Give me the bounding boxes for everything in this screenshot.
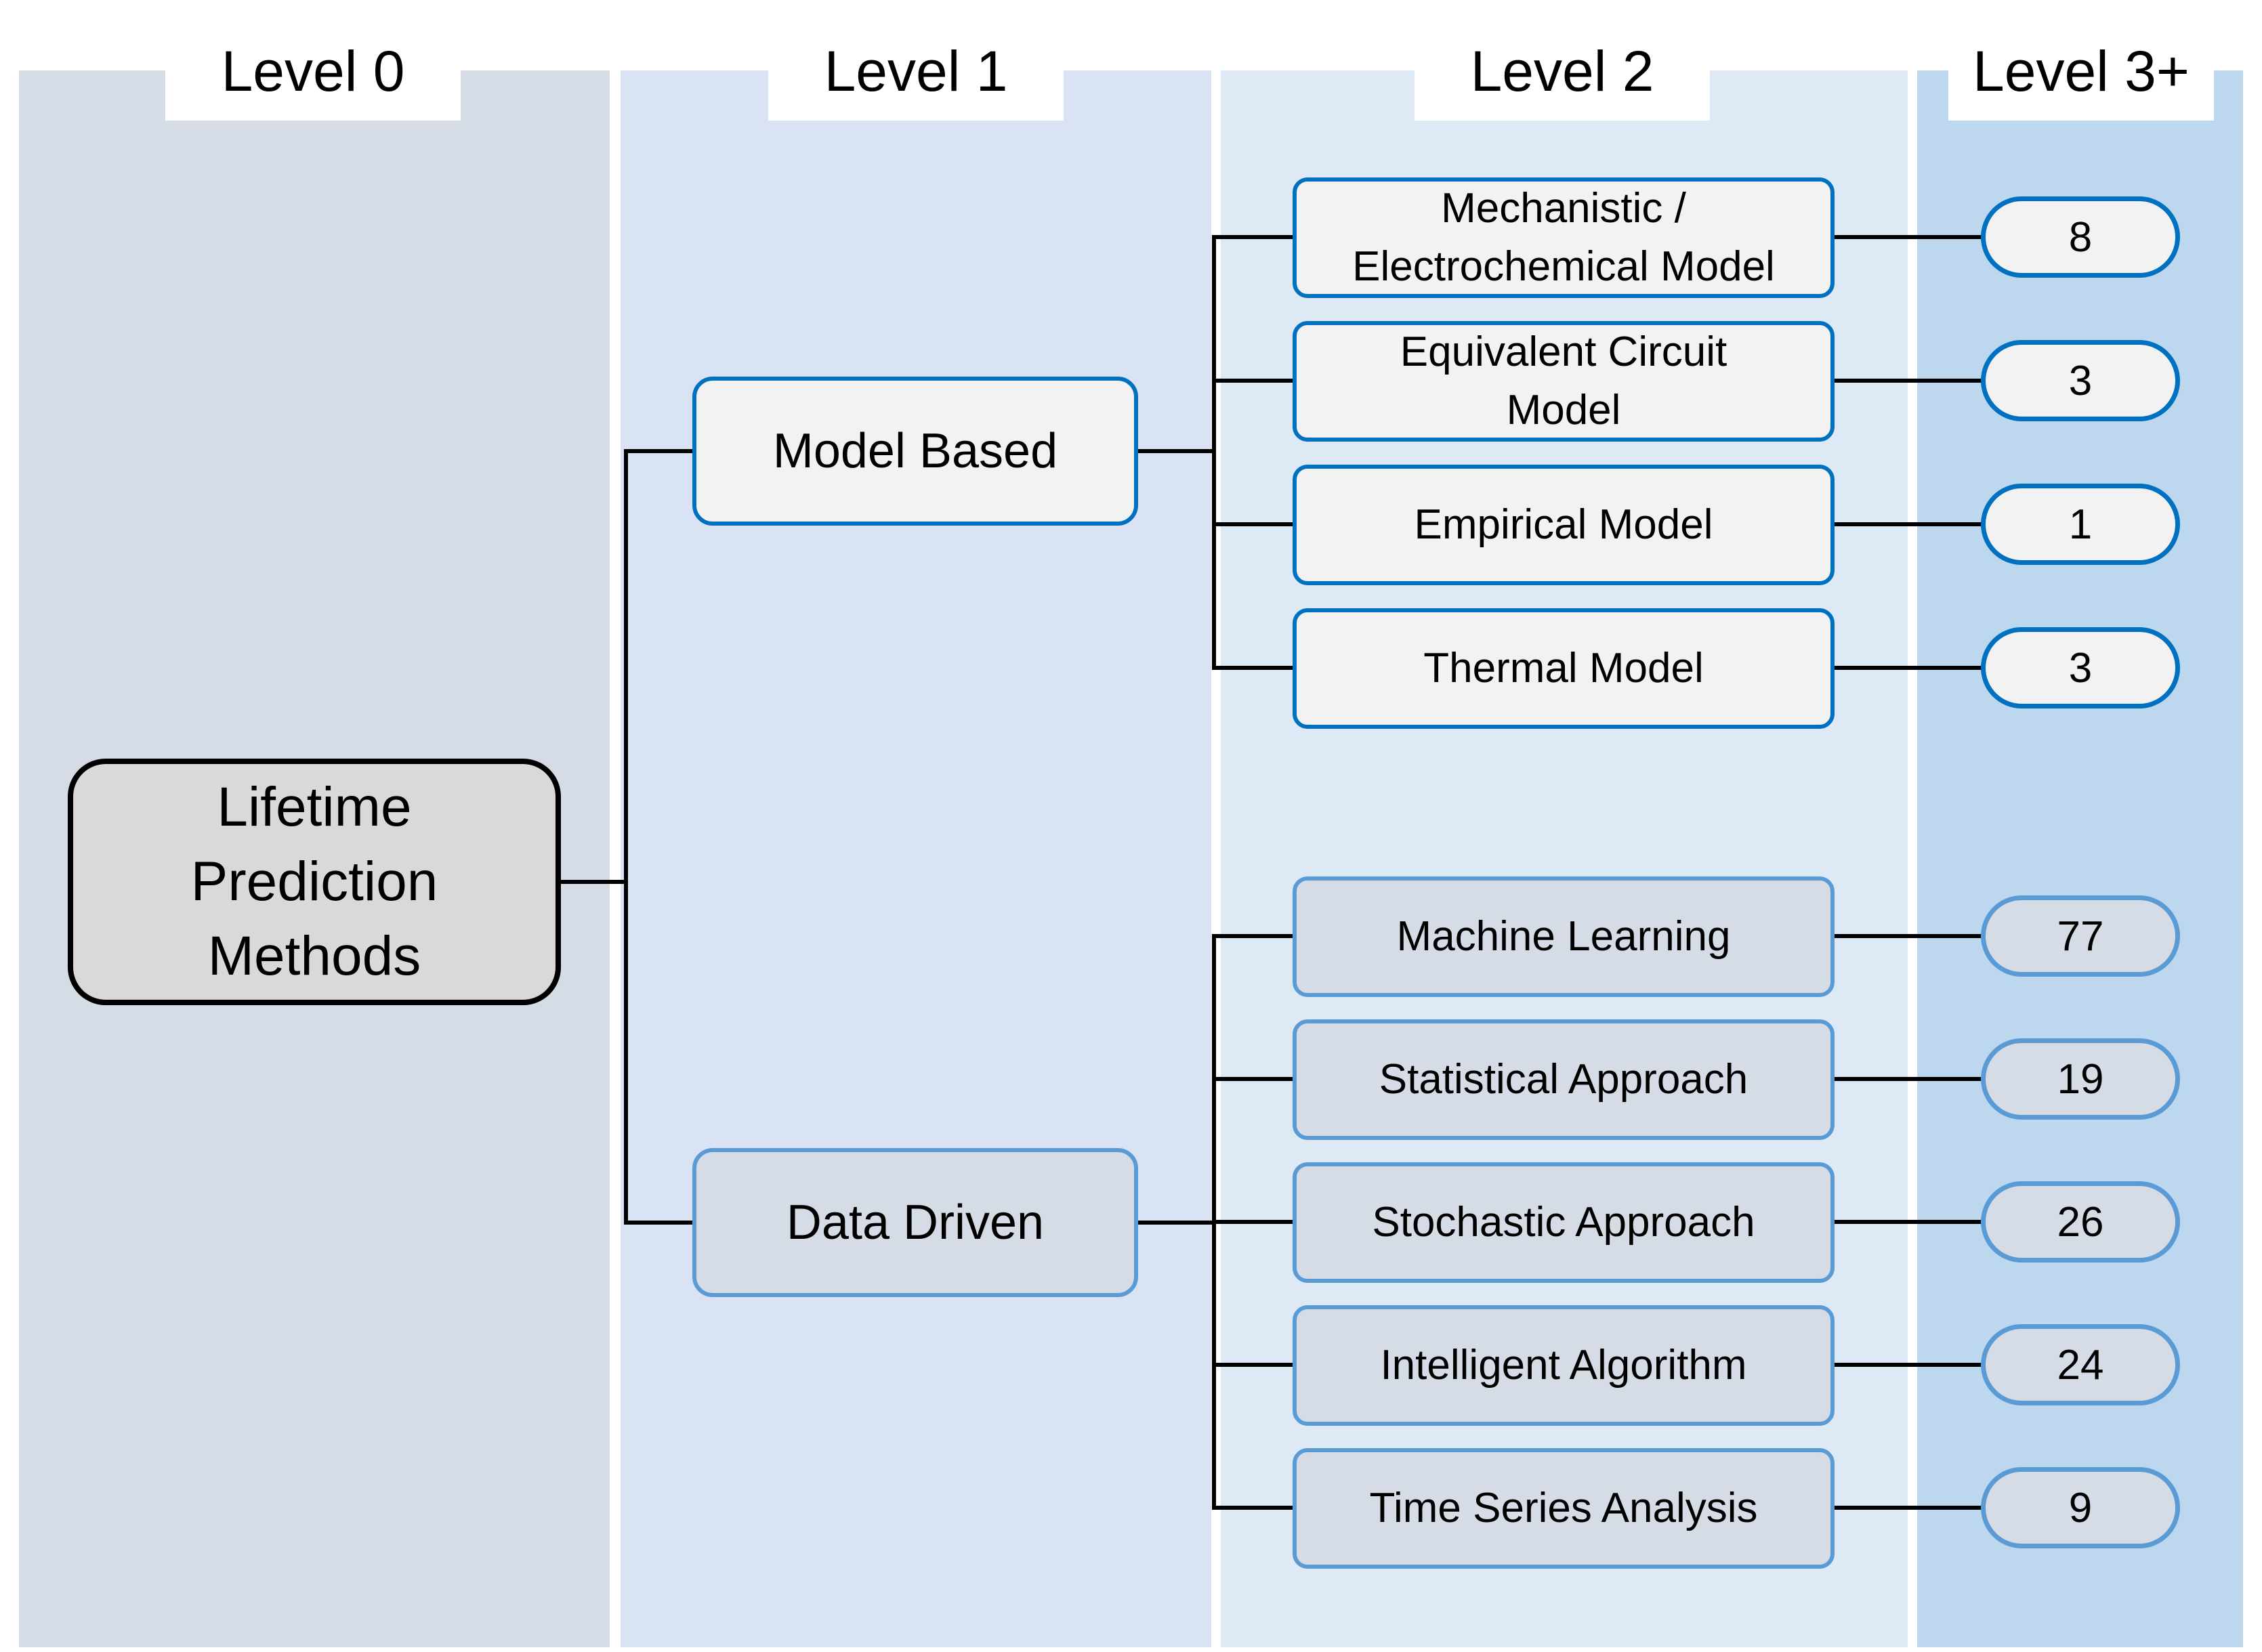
model-based-node: Model Based [692, 377, 1138, 526]
leaf-node-mechanistic: Mechanistic / Electrochemical Model [1293, 177, 1835, 298]
count-badge: 77 [1981, 895, 2180, 977]
leaf-label: Statistical Approach [1379, 1056, 1748, 1103]
leaf-node-empirical: Empirical Model [1293, 465, 1835, 585]
level-1-column [621, 70, 1211, 1647]
count-badge: 8 [1981, 196, 2180, 278]
leaf-node-equivalent-circuit: Equivalent Circuit Model [1293, 321, 1835, 442]
count-badge: 3 [1981, 340, 2180, 421]
leaf-node-intelligent-algorithm: Intelligent Algorithm [1293, 1305, 1835, 1426]
leaf-label: Intelligent Algorithm [1380, 1342, 1747, 1389]
count-badge: 9 [1981, 1467, 2180, 1548]
leaf-label: Thermal Model [1423, 645, 1704, 692]
header-level-3: Level 3+ [1948, 22, 2214, 121]
leaf-label: Mechanistic / Electrochemical Model [1352, 185, 1775, 290]
leaf-label: Empirical Model [1414, 501, 1713, 548]
count-badge: 3 [1981, 627, 2180, 708]
leaf-node-thermal: Thermal Model [1293, 608, 1835, 729]
leaf-label: Equivalent Circuit Model [1400, 329, 1727, 433]
model-based-label: Model Based [772, 424, 1058, 478]
data-driven-node: Data Driven [692, 1148, 1138, 1297]
leaf-node-statistical: Statistical Approach [1293, 1019, 1835, 1140]
count-badge: 26 [1981, 1181, 2180, 1263]
count-badge: 19 [1981, 1038, 2180, 1120]
leaf-node-machine-learning: Machine Learning [1293, 876, 1835, 997]
leaf-node-time-series: Time Series Analysis [1293, 1448, 1835, 1569]
root-node: Lifetime Prediction Methods [68, 759, 561, 1005]
header-level-0: Level 0 [165, 22, 461, 121]
data-driven-label: Data Driven [786, 1195, 1045, 1250]
header-level-1: Level 1 [768, 22, 1064, 121]
count-badge: 24 [1981, 1324, 2180, 1405]
leaf-label: Time Series Analysis [1369, 1485, 1758, 1531]
header-level-2: Level 2 [1415, 22, 1710, 121]
leaf-label: Machine Learning [1396, 913, 1731, 960]
root-node-label: Lifetime Prediction Methods [190, 776, 438, 987]
leaf-label: Stochastic Approach [1372, 1199, 1755, 1246]
count-badge: 1 [1981, 484, 2180, 565]
leaf-node-stochastic: Stochastic Approach [1293, 1162, 1835, 1283]
